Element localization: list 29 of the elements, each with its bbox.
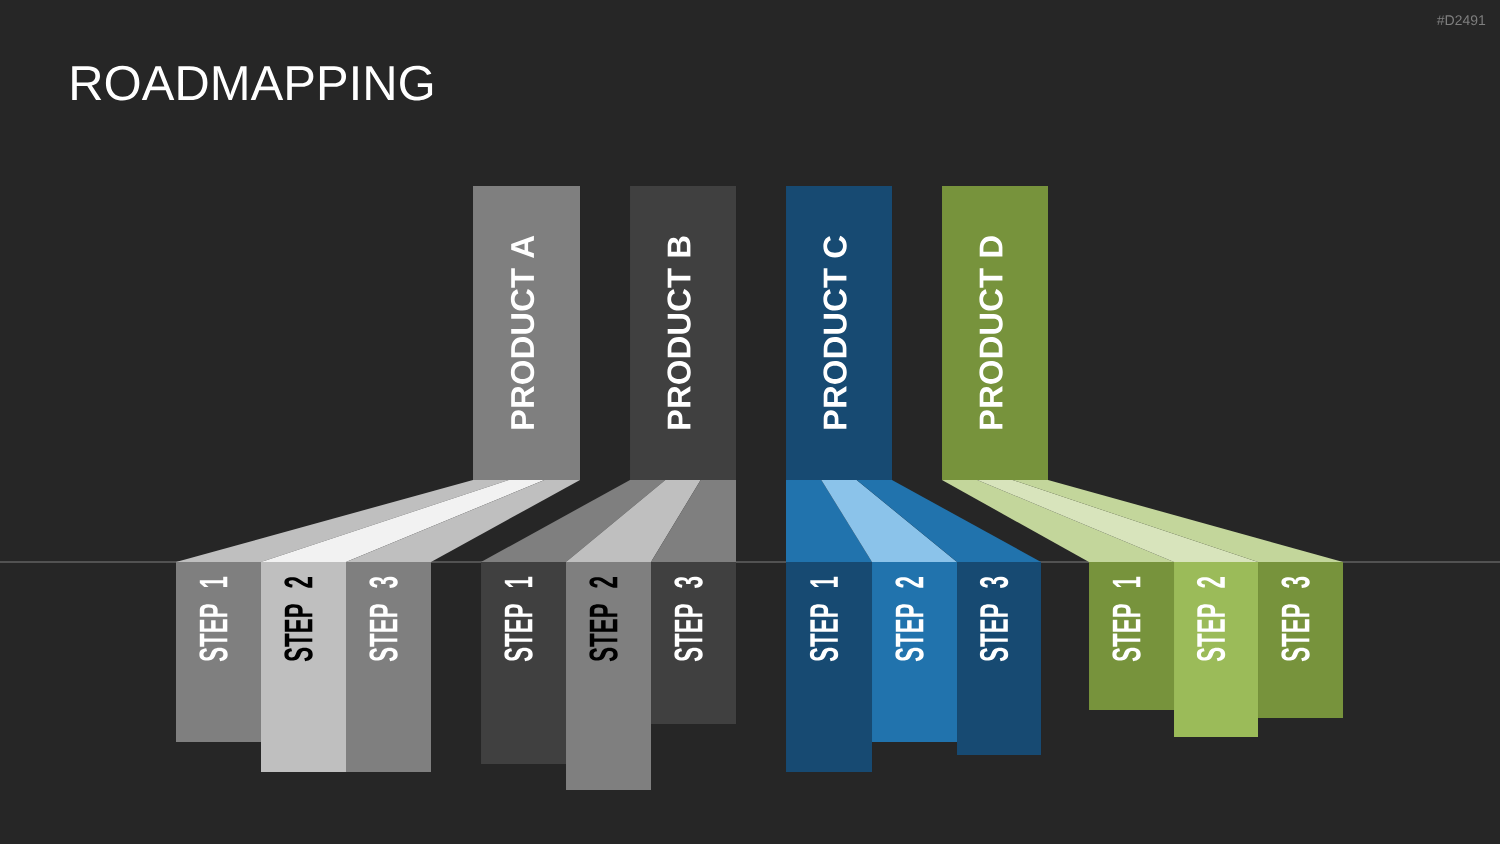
step-bar: STEP 1	[1089, 562, 1174, 710]
step-bar: STEP 3	[346, 562, 431, 772]
ribbon	[481, 480, 666, 562]
product-bar: PRODUCT D	[942, 186, 1048, 480]
title: ROADMAPPING	[72, 65, 433, 101]
slide-code: #D2491	[1436, 15, 1486, 26]
step-bar: STEP 1	[176, 562, 261, 742]
step-bar: STEP 2	[566, 562, 651, 790]
ribbon	[176, 480, 509, 562]
ribbon	[856, 480, 1041, 562]
product-bar: PRODUCT C	[786, 186, 892, 480]
step-bar: STEP 2	[261, 562, 346, 772]
step-bar: STEP 2	[1174, 562, 1258, 737]
step-bar: STEP 3	[957, 562, 1041, 755]
ribbon	[566, 480, 701, 562]
ribbon	[261, 480, 545, 562]
ribbon	[346, 480, 580, 562]
ribbon	[821, 480, 957, 562]
step-bar: STEP 1	[786, 562, 872, 772]
ribbon	[786, 480, 872, 562]
step-bar: STEP 2	[872, 562, 957, 742]
ribbon	[1012, 480, 1343, 562]
ribbon	[977, 480, 1258, 562]
product-bar: PRODUCT B	[630, 186, 736, 480]
step-bar: STEP 3	[1258, 562, 1343, 718]
step-bar: STEP 3	[651, 562, 736, 724]
step-bar: STEP 1	[481, 562, 566, 764]
ribbon	[651, 480, 736, 562]
ribbon	[942, 480, 1174, 562]
